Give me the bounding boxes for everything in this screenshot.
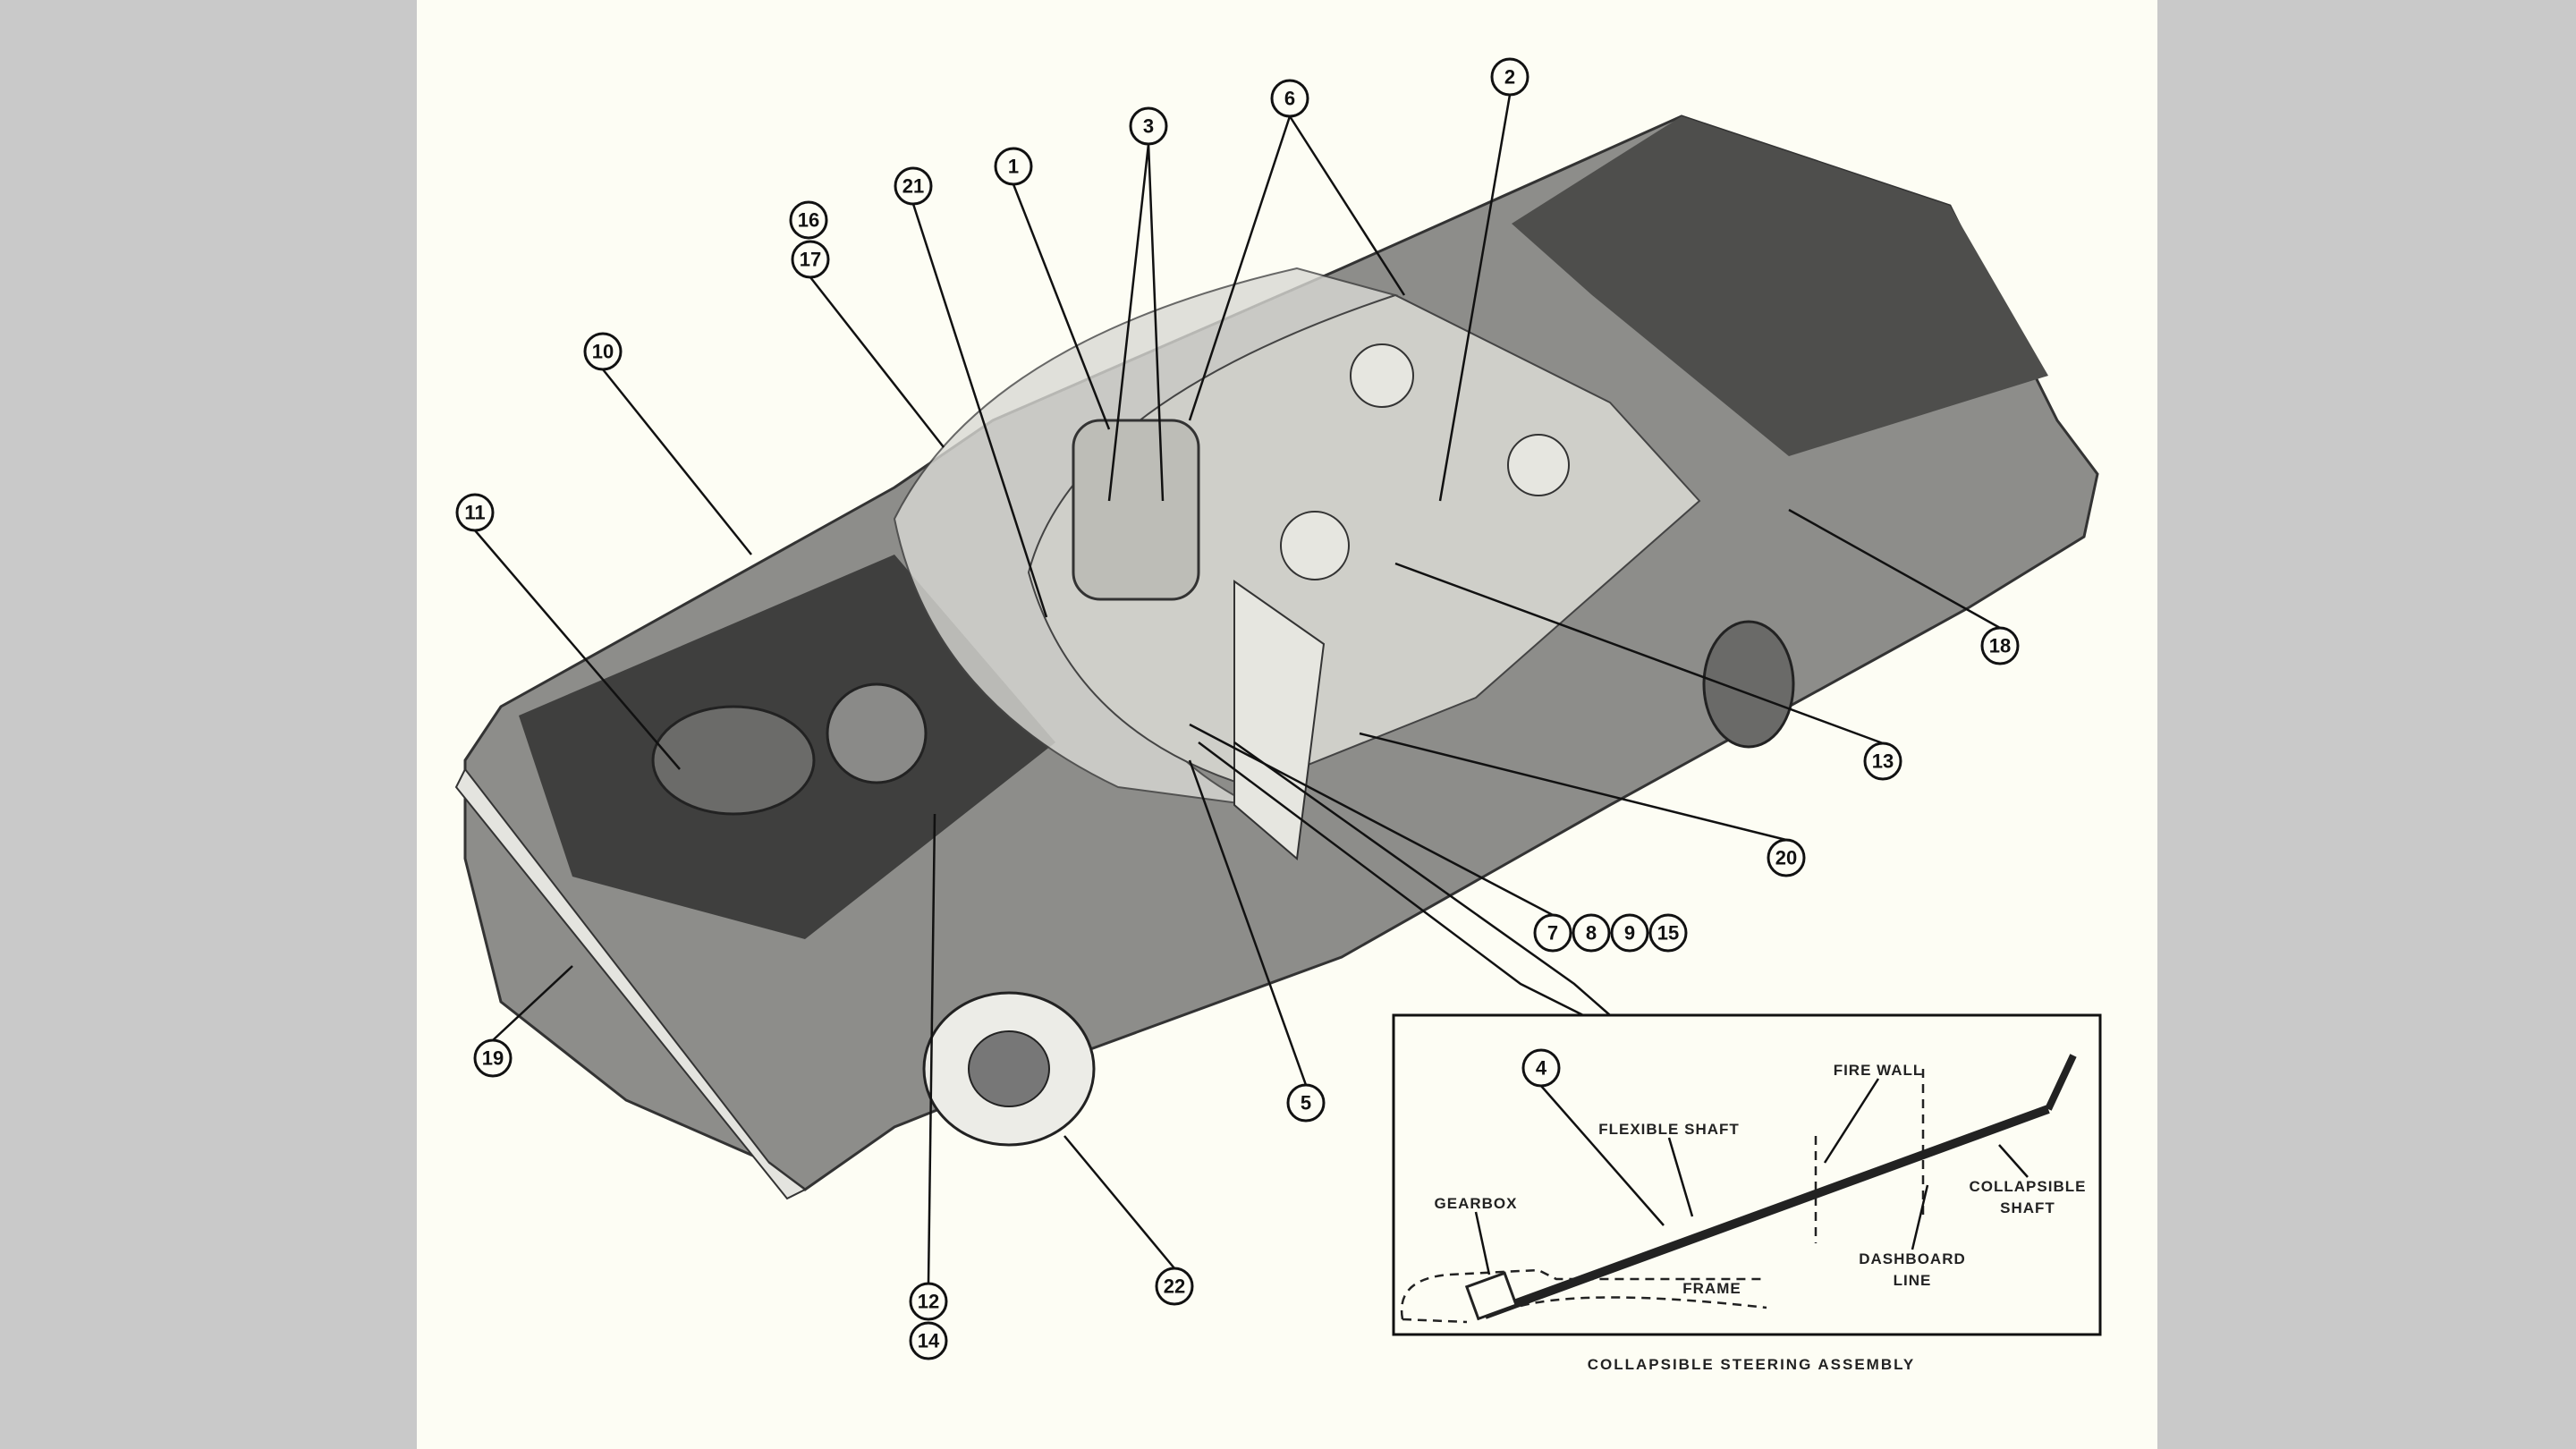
svg-text:7: 7 — [1547, 922, 1558, 945]
rear-wheel — [1702, 620, 1795, 749]
illustration-page: 1 2 3 6 21 16 17 10 11 18 13 20 7 8 9 15… — [417, 0, 2157, 1449]
callout-1: 1 — [994, 147, 1033, 186]
callout-18: 18 — [1980, 626, 2020, 665]
fire-wall-line — [1814, 1069, 1925, 1243]
svg-text:12: 12 — [918, 1291, 939, 1313]
svg-text:11: 11 — [464, 502, 485, 524]
callout-4: 4 — [1521, 1048, 1561, 1088]
engine-block — [651, 705, 816, 816]
callout-11: 11 — [455, 493, 495, 532]
svg-text:5: 5 — [1301, 1092, 1311, 1114]
callout-9: 9 — [1610, 913, 1649, 953]
steering-wheel — [2045, 1054, 2077, 1111]
callout-22: 22 — [1155, 1267, 1194, 1306]
steering-shaft — [1483, 1105, 2050, 1319]
svg-text:14: 14 — [918, 1330, 940, 1352]
passenger-rear-head — [1350, 343, 1414, 408]
gearbox — [1464, 1271, 1519, 1321]
label-collapsible-shaft: COLLAPSIBLE — [1970, 1178, 2087, 1195]
svg-text:22: 22 — [1164, 1275, 1185, 1298]
callout-8: 8 — [1572, 913, 1611, 953]
svg-text:17: 17 — [800, 249, 821, 271]
label-gearbox: GEARBOX — [1435, 1195, 1518, 1212]
label-dashboard-line-2: LINE — [1894, 1272, 1932, 1289]
leader-lines — [474, 94, 2001, 1284]
svg-text:1: 1 — [1008, 156, 1019, 178]
callout-17: 17 — [791, 240, 830, 279]
callout-3: 3 — [1129, 106, 1168, 146]
car-body — [454, 114, 2099, 1200]
front-seat — [1072, 419, 1200, 601]
label-dashboard-line: DASHBOARD — [1859, 1250, 1966, 1267]
svg-text:16: 16 — [798, 209, 819, 232]
steering-assembly-inset: 4 FIRE WALL FLEXIBLE SHAFT GEARBOX COLLA… — [1392, 1013, 2102, 1336]
front-bumper — [454, 767, 807, 1200]
trunk-cover — [1512, 116, 2048, 456]
inset-caption: COLLAPSIBLE STEERING ASSEMBLY — [1588, 1356, 1916, 1373]
callout-2: 2 — [1490, 57, 1530, 97]
svg-text:6: 6 — [1284, 88, 1295, 110]
callout-12: 12 — [909, 1282, 948, 1321]
svg-text:8: 8 — [1586, 922, 1597, 945]
passenger-front-head — [1507, 434, 1570, 496]
driver-head — [1280, 511, 1350, 580]
svg-text:2: 2 — [1504, 66, 1515, 89]
frame-outline — [1400, 1268, 1767, 1324]
callout-15: 15 — [1648, 913, 1688, 953]
callout-6: 6 — [1270, 79, 1309, 118]
svg-text:19: 19 — [482, 1047, 504, 1070]
label-flexible-shaft: FLEXIBLE SHAFT — [1598, 1121, 1740, 1138]
callout-20: 20 — [1767, 838, 1806, 877]
callout-13: 13 — [1863, 741, 1902, 781]
callout-16: 16 — [789, 200, 828, 240]
svg-text:3: 3 — [1143, 115, 1154, 138]
air-cleaner — [826, 682, 928, 784]
svg-text:15: 15 — [1657, 922, 1679, 945]
label-collapsible-shaft-2: SHAFT — [2000, 1199, 2055, 1216]
label-fire-wall: FIRE WALL — [1834, 1062, 1924, 1079]
svg-text:4: 4 — [1536, 1057, 1547, 1080]
svg-text:13: 13 — [1872, 750, 1894, 773]
callout-7: 7 — [1533, 913, 1572, 953]
car-cutaway-illustration: 1 2 3 6 21 16 17 10 11 18 13 20 7 8 9 15… — [454, 57, 2102, 1373]
svg-text:9: 9 — [1624, 922, 1635, 945]
svg-text:20: 20 — [1775, 847, 1797, 869]
svg-text:10: 10 — [592, 341, 614, 363]
callout-21: 21 — [894, 166, 933, 206]
svg-text:18: 18 — [1989, 635, 2011, 657]
callout-19: 19 — [473, 1038, 513, 1078]
label-frame: FRAME — [1682, 1280, 1741, 1297]
callout-10: 10 — [583, 332, 623, 371]
callout-14: 14 — [909, 1321, 948, 1360]
callout-5: 5 — [1286, 1083, 1326, 1123]
svg-text:21: 21 — [902, 175, 924, 198]
